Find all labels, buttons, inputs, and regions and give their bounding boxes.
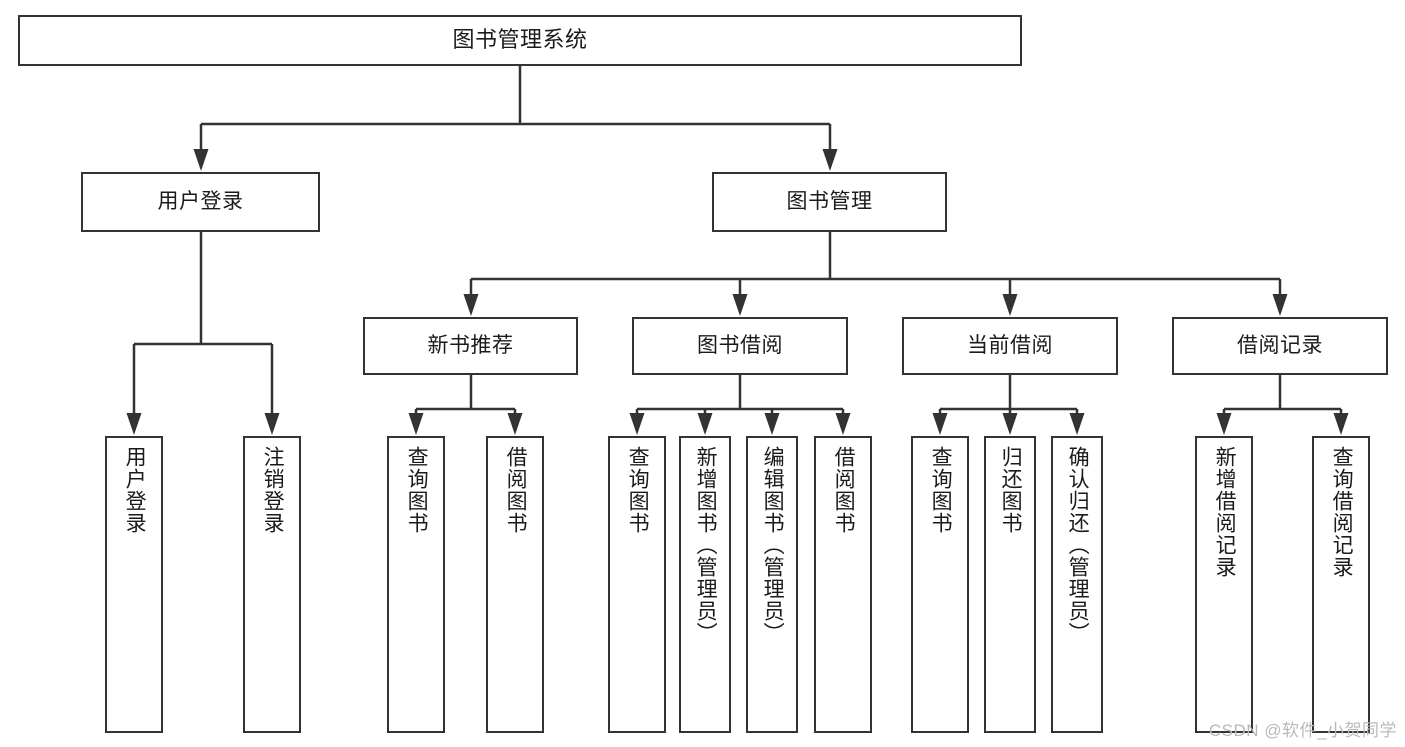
node-leaf-new-2[interactable]: 借阅图书 xyxy=(486,436,544,733)
edge-newbook-to-leaf2-arrowhead xyxy=(507,413,523,435)
node-label: 查询图书 xyxy=(626,446,650,534)
edge-bookmgmt-to-current-arrowhead xyxy=(1002,294,1018,316)
node-leaf-rec-1[interactable]: 新增借阅记录 xyxy=(1195,436,1253,733)
node-leaf-rec-2[interactable]: 查询借阅记录 xyxy=(1312,436,1370,733)
node-label: 用户登录 xyxy=(123,446,147,534)
node-leaf-bor-3[interactable]: 编辑图书（管理员） xyxy=(746,436,798,733)
node-label: 新增图书（管理员） xyxy=(694,446,718,644)
node-label: 新增借阅记录 xyxy=(1213,446,1237,578)
node-records[interactable]: 借阅记录 xyxy=(1172,317,1388,375)
node-leaf-bor-4[interactable]: 借阅图书 xyxy=(814,436,872,733)
edge-borrow-to-leaf4-arrowhead xyxy=(835,413,851,435)
node-newbook[interactable]: 新书推荐 xyxy=(363,317,578,375)
edge-login-to-leaf1-arrowhead xyxy=(126,413,142,435)
node-bookmgmt[interactable]: 图书管理 xyxy=(712,172,947,232)
node-label: 借阅记录 xyxy=(1237,334,1323,358)
edge-bookmgmt-to-borrow-arrowhead xyxy=(732,294,748,316)
node-label: 注销登录 xyxy=(261,446,285,534)
node-label: 确认归还（管理员） xyxy=(1066,446,1090,644)
edge-current-to-leaf3-arrowhead xyxy=(1069,413,1085,435)
edge-bookmgmt-to-records-arrowhead xyxy=(1272,294,1288,316)
node-leaf-cur-1[interactable]: 查询图书 xyxy=(911,436,969,733)
node-label: 归还图书 xyxy=(999,446,1023,534)
node-current[interactable]: 当前借阅 xyxy=(902,317,1118,375)
edge-current-to-leaf2-arrowhead xyxy=(1002,413,1018,435)
csdn-watermark: CSDN @软件_小贺同学 xyxy=(1208,721,1397,740)
edge-borrow-to-leaf3-arrowhead xyxy=(764,413,780,435)
node-login[interactable]: 用户登录 xyxy=(81,172,320,232)
edge-records-to-leaf1-arrowhead xyxy=(1216,413,1232,435)
edge-login-to-leaf2-arrowhead xyxy=(264,413,280,435)
node-label: 编辑图书（管理员） xyxy=(761,446,785,644)
edge-borrow-to-leaf2-arrowhead xyxy=(697,413,713,435)
node-label: 查询图书 xyxy=(929,446,953,534)
node-leaf-login-2[interactable]: 注销登录 xyxy=(243,436,301,733)
node-leaf-cur-2[interactable]: 归还图书 xyxy=(984,436,1036,733)
edge-records-to-leaf2-arrowhead xyxy=(1333,413,1349,435)
node-leaf-bor-2[interactable]: 新增图书（管理员） xyxy=(679,436,731,733)
node-label: 用户登录 xyxy=(157,190,244,214)
node-leaf-cur-3[interactable]: 确认归还（管理员） xyxy=(1051,436,1103,733)
node-label: 图书管理 xyxy=(786,190,873,214)
node-label: 查询图书 xyxy=(405,446,429,534)
node-leaf-new-1[interactable]: 查询图书 xyxy=(387,436,445,733)
node-leaf-bor-1[interactable]: 查询图书 xyxy=(608,436,666,733)
edge-bookmgmt-to-newbook-arrowhead xyxy=(463,294,479,316)
edge-current-to-leaf1-arrowhead xyxy=(932,413,948,435)
node-label: 图书借阅 xyxy=(697,334,783,358)
node-label: 查询借阅记录 xyxy=(1330,446,1354,578)
edge-root-to-login-arrowhead xyxy=(193,149,209,171)
node-label: 借阅图书 xyxy=(504,446,528,534)
node-label: 借阅图书 xyxy=(832,446,856,534)
edge-root-to-bookmgmt-arrowhead xyxy=(822,149,838,171)
edge-newbook-to-leaf1-arrowhead xyxy=(408,413,424,435)
node-label: 当前借阅 xyxy=(967,334,1053,358)
node-leaf-login-1[interactable]: 用户登录 xyxy=(105,436,163,733)
node-borrow[interactable]: 图书借阅 xyxy=(632,317,848,375)
node-root[interactable]: 图书管理系统 xyxy=(18,15,1022,66)
node-label: 图书管理系统 xyxy=(452,27,588,53)
node-label: 新书推荐 xyxy=(427,334,514,358)
edge-borrow-to-leaf1-arrowhead xyxy=(629,413,645,435)
